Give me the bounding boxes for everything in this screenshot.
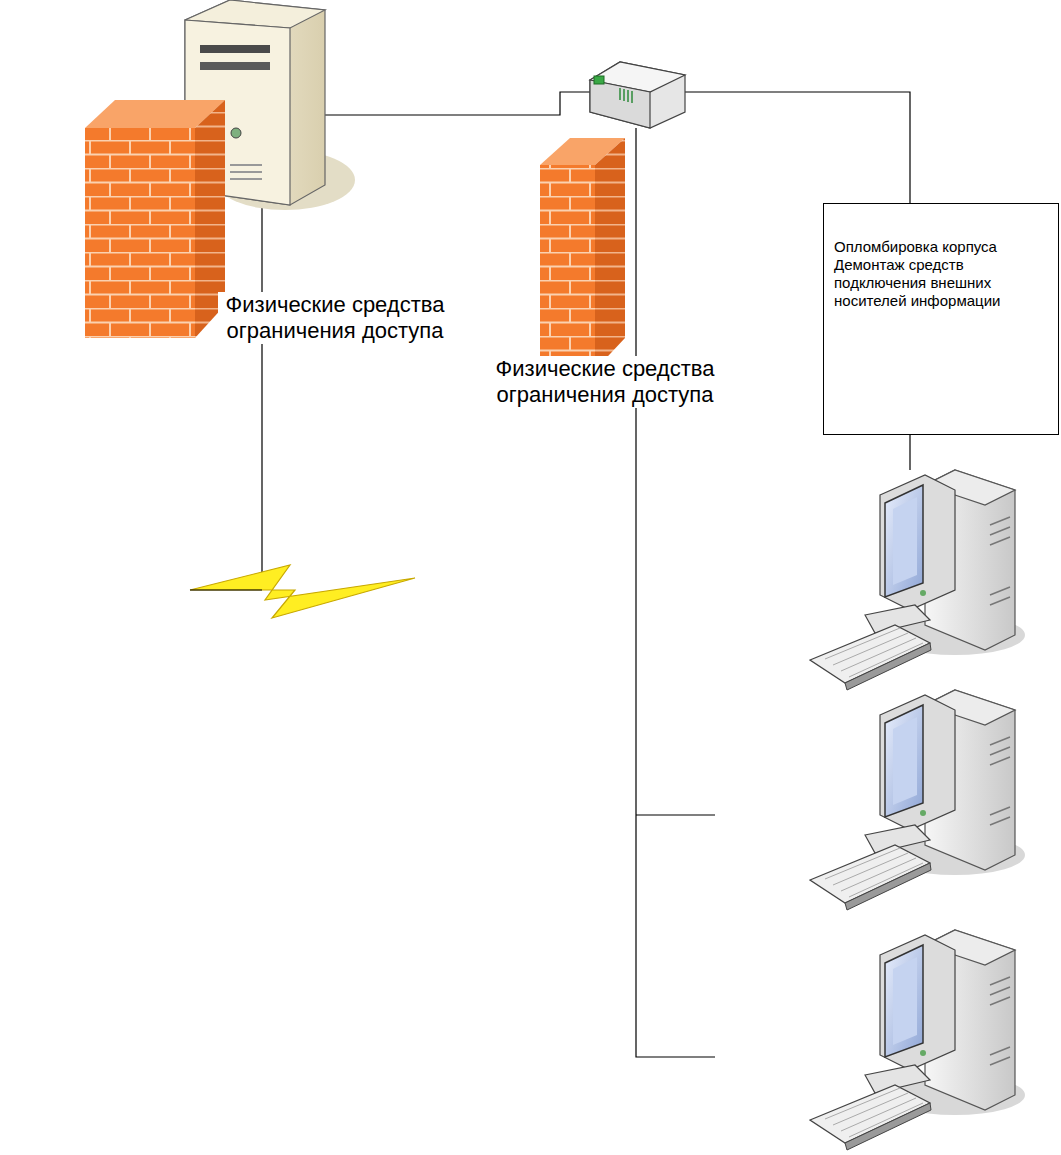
firewall-label: Физические средства ограничения доступа: [218, 292, 452, 344]
firewall-label: Физические средства ограничения доступа: [438, 356, 772, 408]
note-text: Демонтаж средств подключения внешних нос…: [834, 256, 1052, 310]
note-text: Опломбировка корпуса: [834, 238, 1052, 256]
note-box: Опломбировка корпусаДемонтаж средств под…: [823, 203, 1059, 435]
